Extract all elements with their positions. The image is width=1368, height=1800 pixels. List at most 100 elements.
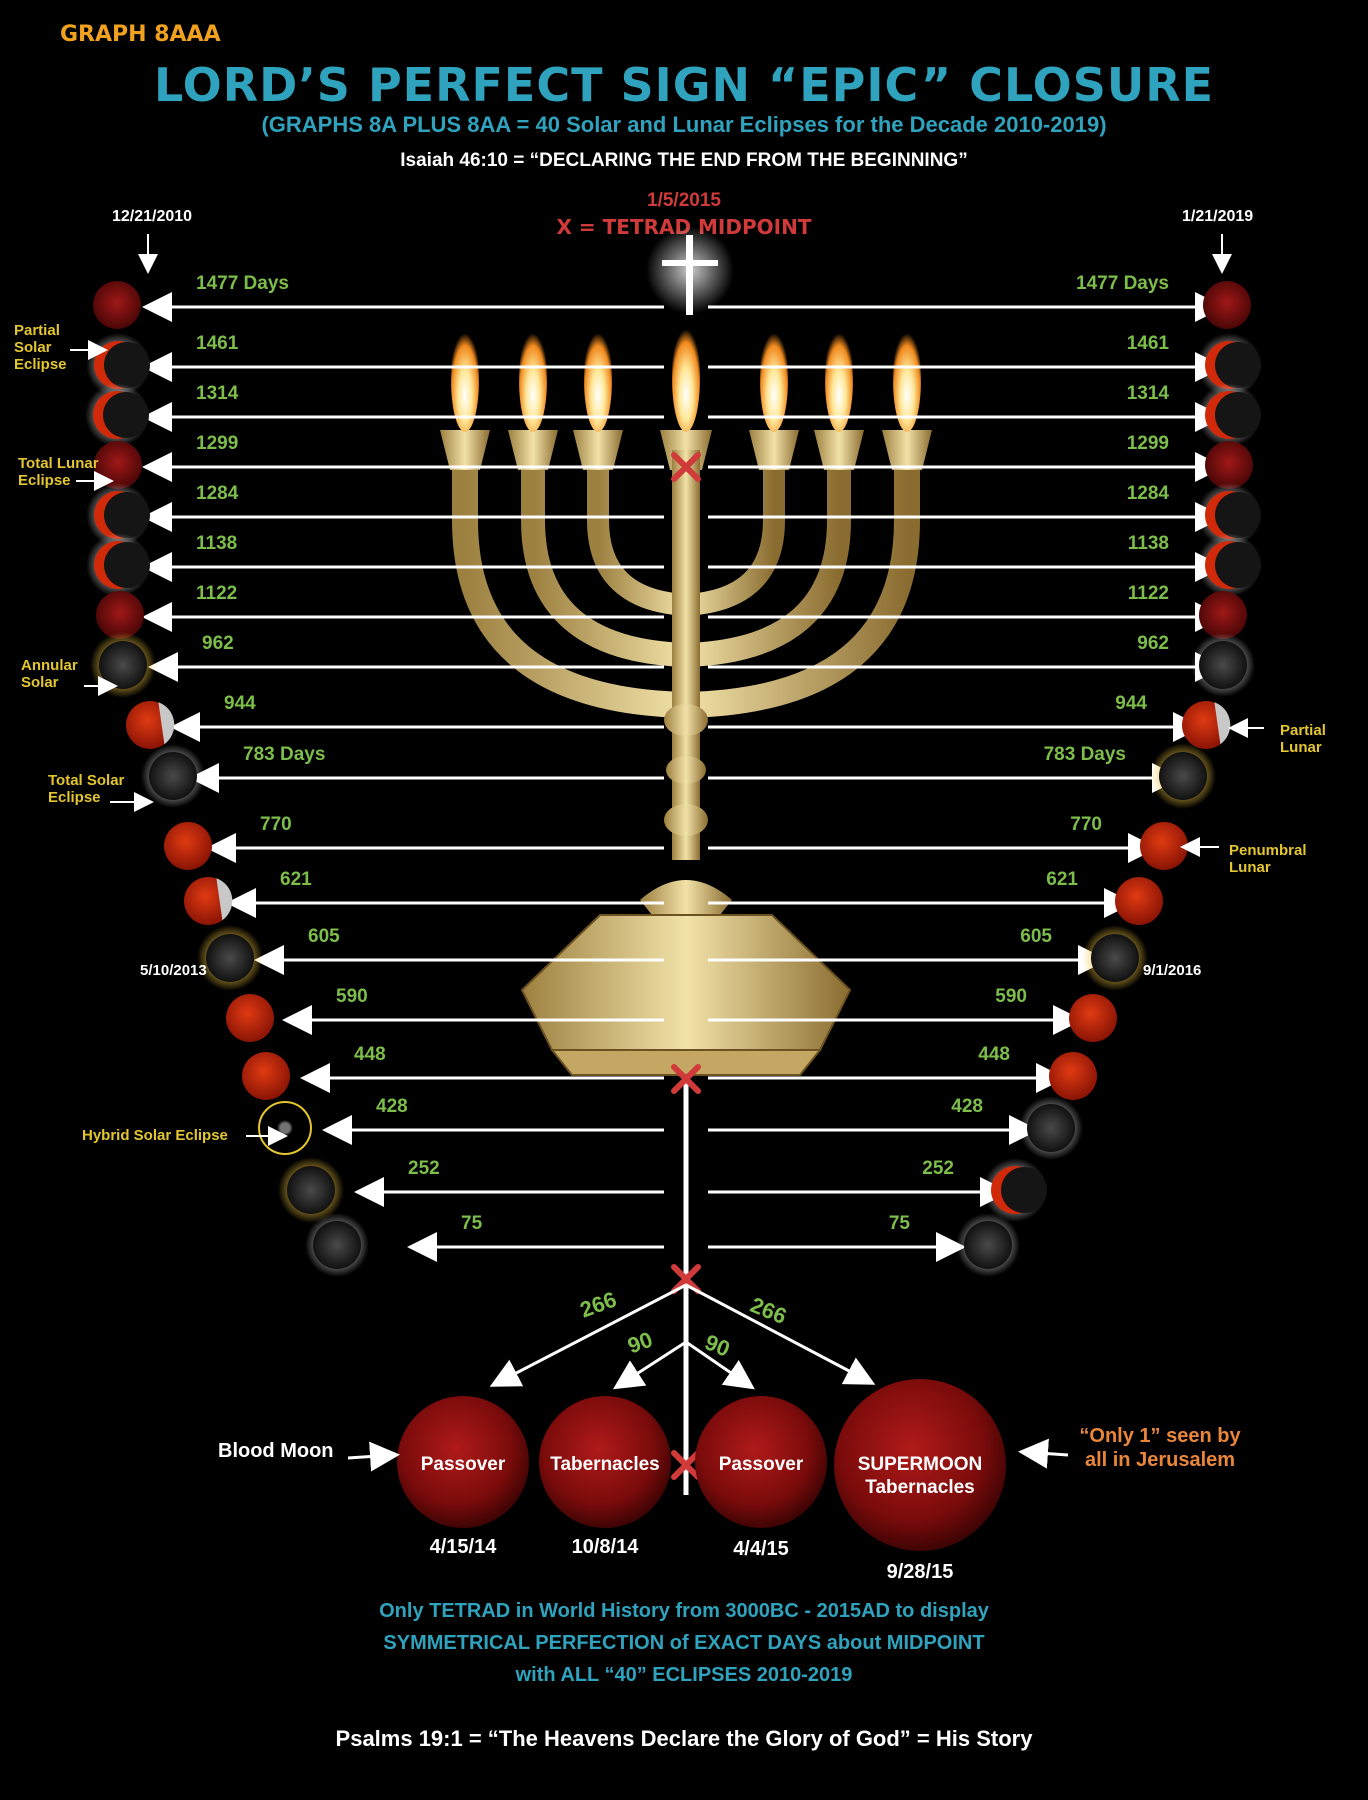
days-right-2: 1314	[1126, 383, 1169, 404]
days-left-1: 1461	[196, 333, 239, 354]
eclipse-disc-black	[1019, 1096, 1083, 1160]
days-left-9: 783 Days	[243, 744, 326, 765]
only1-label: “Only 1” seen by all in Jerusalem	[1079, 1425, 1241, 1471]
eclipse-disc-partial-solar	[983, 1158, 1047, 1222]
days-left-11: 621	[280, 869, 312, 890]
eclipse-disc-orange	[1115, 877, 1163, 925]
midpoint-date: 1/5/2015	[647, 190, 721, 211]
eclipse-disc-blood	[93, 281, 141, 329]
days-left-15: 428	[376, 1096, 408, 1117]
blood-moon-label: Blood Moon	[218, 1440, 334, 1462]
days-right-14: 448	[978, 1044, 1010, 1065]
days-left-12: 605	[308, 926, 340, 947]
days-left-7: 962	[202, 633, 234, 654]
supermoon-tabernacles-2015	[834, 1379, 1006, 1551]
days-right-16: 252	[922, 1158, 954, 1179]
eclipse-disc-annular	[90, 632, 156, 698]
days-right-9: 783 Days	[1043, 744, 1126, 765]
tetrad-moons	[397, 1379, 1006, 1551]
days-right-17: 75	[888, 1213, 910, 1234]
days-right-0: 1477 Days	[1076, 273, 1169, 294]
eclipse-disc-blood	[96, 591, 144, 639]
eclipse-disc-partial-solar	[1197, 383, 1261, 447]
moon-label-1: Passover	[420, 1454, 506, 1475]
footer-line-2: SYMMETRICAL PERFECTION of EXACT DAYS abo…	[383, 1632, 985, 1654]
eclipse-disc-partial-lunar	[126, 701, 175, 749]
moon-label-4b: Tabernacles	[865, 1477, 975, 1498]
eclipse-disc-partial-lunar	[184, 877, 233, 925]
days-right-13: 590	[995, 986, 1027, 1007]
label-hybrid-solar: Hybrid Solar Eclipse	[82, 1127, 228, 1144]
days-right-7: 962	[1137, 633, 1169, 654]
moon-date-1: 4/15/14	[429, 1536, 497, 1558]
page-subtitle: (GRAPHS 8A PLUS 8AA = 40 Solar and Lunar…	[261, 112, 1107, 137]
date-left-mid: 5/10/2013	[140, 962, 207, 979]
eclipse-disc-annular	[278, 1157, 344, 1223]
cross-icon	[646, 226, 734, 315]
moon-label-4a: SUPERMOON	[857, 1454, 983, 1475]
eclipse-disc-hybrid	[258, 1101, 312, 1155]
only1-arrow	[1018, 1438, 1069, 1469]
days-right-10: 770	[1070, 814, 1102, 835]
eclipse-disc-annular	[197, 925, 263, 991]
moon-label-2: Tabernacles	[550, 1454, 660, 1475]
label-penumbral-lunar: Penumbral Lunar	[1229, 842, 1307, 876]
days-right-4: 1284	[1126, 483, 1169, 504]
eclipse-disc-partial-solar	[86, 533, 150, 597]
tetrad-split-arrows	[489, 1283, 876, 1390]
days-right-15: 428	[951, 1096, 983, 1117]
graph-label: GRAPH 8AAA	[60, 22, 221, 47]
eclipse-disc-orange	[226, 994, 274, 1042]
date-right-mid: 9/1/2016	[1143, 962, 1202, 979]
eclipse-disc-partial-solar	[86, 483, 150, 547]
eclipse-disc-partial-lunar	[1182, 701, 1231, 749]
days-left-17: 75	[461, 1213, 483, 1234]
eclipse-disc-orange	[1069, 994, 1117, 1042]
days-left-3: 1299	[196, 433, 239, 454]
moon-passover-2014	[397, 1396, 529, 1528]
footer-line-3: with ALL “40” ECLIPSES 2010-2019	[515, 1664, 853, 1686]
verse-isaiah: Isaiah 46:10 = “DECLARING THE END FROM T…	[400, 150, 968, 171]
label-annular-solar: Annular Solar	[21, 657, 78, 691]
moon-date-4: 9/28/15	[886, 1561, 954, 1583]
eclipse-disc-partial-solar	[85, 383, 149, 447]
eclipse-disc-black	[305, 1213, 369, 1277]
eclipse-disc-orange	[1049, 1052, 1097, 1100]
label-partial-solar: Partial Solar Eclipse	[14, 322, 67, 373]
eclipse-disc-partial-solar	[1197, 483, 1261, 547]
moon-passover-2015	[695, 1396, 827, 1528]
footer-line-1: Only TETRAD in World History from 3000BC…	[379, 1600, 989, 1622]
date-right-top: 1/21/2019	[1182, 208, 1254, 225]
days-right-3: 1299	[1126, 433, 1169, 454]
days-left-4: 1284	[196, 483, 239, 504]
days-left-16: 252	[408, 1158, 440, 1179]
eclipse-disc-blood	[1203, 281, 1251, 329]
midpoint-x-marks	[671, 452, 701, 1480]
days-left-14: 448	[354, 1044, 386, 1065]
date-left-top: 12/21/2010	[112, 208, 193, 225]
days-left-5: 1138	[196, 533, 238, 554]
label-total-lunar: Total Lunar Eclipse	[18, 455, 99, 489]
eclipse-disc-blood	[1205, 441, 1253, 489]
page-title: LORD’S PERFECT SIGN “EPIC” CLOSURE	[153, 58, 1215, 112]
days-right-11: 621	[1046, 869, 1078, 890]
blood-moon-arrow	[347, 1441, 400, 1472]
menorah-image	[440, 324, 932, 1076]
days-left-0: 1477 Days	[196, 273, 289, 294]
moon-date-2: 10/8/14	[571, 1536, 639, 1558]
days-right-12: 605	[1020, 926, 1052, 947]
days-left-6: 1122	[196, 583, 238, 604]
eclipse-disc-black	[1191, 633, 1255, 697]
eclipse-disc-annular	[1082, 925, 1148, 991]
days-left-10: 770	[260, 814, 292, 835]
psalm-verse: Psalms 19:1 = “The Heavens Declare the G…	[335, 1726, 1033, 1751]
days-right-5: 1138	[1127, 533, 1169, 554]
eclipse-disc-orange	[1140, 822, 1188, 870]
label-total-solar: Total Solar Eclipse	[48, 772, 125, 806]
days-left-2: 1314	[196, 383, 239, 404]
eclipse-disc-black	[956, 1213, 1020, 1277]
moon-tabernacles-2014	[539, 1396, 671, 1528]
days-right-8: 944	[1115, 693, 1147, 714]
days-right-1: 1461	[1126, 333, 1169, 354]
